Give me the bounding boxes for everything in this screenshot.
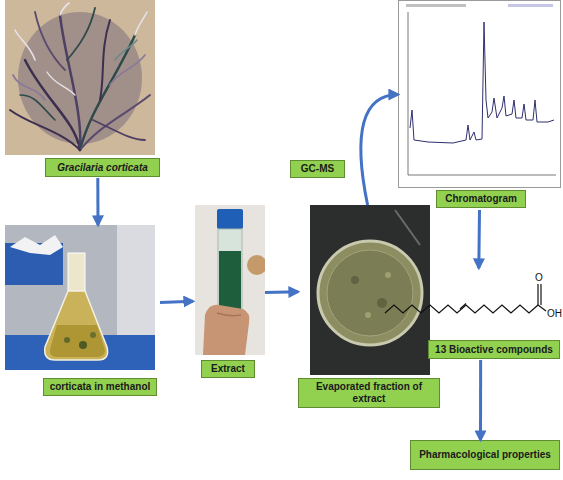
seaweed-branches [10,3,150,150]
chart-frame [399,1,561,188]
seaweed-tip [15,30,35,60]
residue-speck [365,312,371,318]
white-cloth [10,235,63,255]
photo-background [310,205,430,375]
residue-speck [385,272,391,278]
flow-arrow [479,360,482,440]
dish-residue [327,250,413,336]
hand [203,305,249,355]
petri-dish-photo [310,205,430,375]
seaweed-branch [93,120,145,140]
x-axis [408,175,556,176]
photo-background [5,0,155,155]
seaweed-branch [20,95,55,120]
algae-piece [90,332,96,338]
seaweed-branch [35,12,65,70]
flask-liquid [50,325,105,357]
atom-label: O [535,272,543,283]
seaweed-tip [60,3,69,15]
image-panel: Extract [193,205,265,380]
node-label: Pharmacological properties [419,449,551,461]
node-label: Evaporated fraction of extract [298,378,440,408]
atom-label: OH [547,308,562,319]
double-bond [460,304,466,310]
carbon-chain [385,305,538,313]
chromatogram-trace [410,22,554,143]
node-label: Extract [201,360,255,378]
image-panel: corticata in methanol [5,225,160,397]
chart-header [508,4,553,7]
carbonyl-bond [537,284,538,305]
chart-header [406,4,466,7]
seaweed-branch [115,40,137,60]
seaweed-branch [60,15,80,150]
seaweed-tip [135,12,147,35]
node-label: 13 Bioactive compounds [428,340,560,359]
seaweed-branch [80,95,150,150]
seaweed-branch [10,110,80,150]
flow-arrow [96,178,99,225]
photo-background [5,225,155,370]
seaweed-photo [5,0,155,155]
label-box: GC-MS [290,160,345,178]
background-object [247,255,265,275]
seaweed-branch [67,8,95,60]
image-panel: Chromatogram [398,0,561,210]
seaweed-branch [80,35,135,150]
algae-piece [79,341,87,349]
node-label: Chromatogram [436,190,526,208]
petri-dish [318,241,422,345]
node-label: GC-MS [301,163,334,175]
finger-line [217,313,241,316]
flow-arrow [160,301,193,302]
flask-body [45,291,108,360]
flow-arrow [265,290,298,294]
node-label: corticata in methanol [43,378,157,396]
photo-background [195,205,265,355]
flask-neck [68,253,85,291]
node-label: Gracilaria corticata [45,158,160,177]
tube-cap [217,209,243,229]
flow-arrow [477,210,481,268]
hydroxyl-bond [538,305,546,311]
seaweed-branch [100,20,110,100]
algae-piece [64,337,70,343]
y-axis [408,12,409,175]
residue-speck [351,276,359,284]
seaweed-tip [47,72,75,95]
chromatogram-image [398,0,561,188]
flow-arrow [361,95,398,206]
label-box: Pharmacological properties [410,440,560,470]
carbonyl-bond [540,284,541,305]
image-panel: Evaporated fraction of extract [298,205,440,398]
extract-tube-photo [195,205,265,355]
residue-speck [377,298,387,308]
tweezers [395,210,420,245]
flask-photo [5,225,155,370]
image-panel: Gracilaria corticata [5,0,165,178]
